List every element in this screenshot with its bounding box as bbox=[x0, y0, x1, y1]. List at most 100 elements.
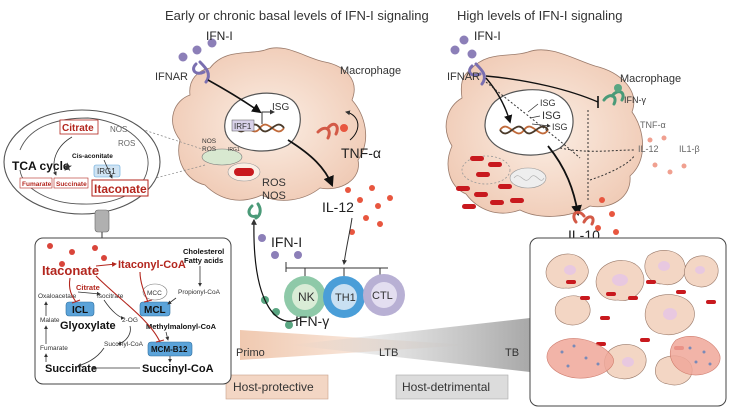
left-isg-label: ISG bbox=[272, 102, 289, 113]
header-left: Early or chronic basal levels of IFN-I s… bbox=[165, 8, 429, 23]
stage-ltb: LTB bbox=[379, 347, 398, 359]
right-tnf-label: TNF-α bbox=[640, 120, 666, 130]
mito-irg1: IRG1 bbox=[97, 167, 116, 176]
right-faded-cytokines bbox=[647, 135, 687, 175]
th1-label: TH1 bbox=[335, 292, 356, 304]
right-macrophage-label: Macrophage bbox=[620, 73, 681, 85]
right-ifnar-receptor bbox=[468, 62, 486, 86]
path-mcm-b12: MCM-B12 bbox=[151, 345, 188, 354]
isg-promoter-arrow bbox=[261, 109, 275, 124]
left-tnf-ligand bbox=[340, 124, 348, 132]
path-citrate: Citrate bbox=[76, 283, 100, 292]
mito-nos: NOS bbox=[110, 125, 127, 134]
stage-primo: Primo bbox=[236, 347, 265, 359]
path-cholesterol: Cholesterol bbox=[183, 247, 224, 256]
right-ifn-gamma-label: IFN-γ bbox=[624, 95, 646, 105]
path-succinate: Succinate bbox=[45, 363, 97, 375]
host-detrimental-box bbox=[395, 374, 509, 400]
mito-tca-cycle: TCA cycle bbox=[12, 159, 70, 173]
nk-nucleus bbox=[292, 284, 318, 310]
path-2og: 2-OG bbox=[122, 317, 138, 324]
mito-itaconate-box bbox=[91, 179, 149, 197]
left-ifn-i-label: IFN-I bbox=[206, 29, 233, 43]
il12-to-effectors-arrow bbox=[342, 217, 353, 265]
right-nucleus-to-il10 bbox=[547, 145, 582, 217]
left-ifn-free-1 bbox=[258, 234, 266, 242]
right-ifnar-to-ifngr-inhibit bbox=[485, 75, 599, 103]
right-isg-arrows bbox=[527, 103, 550, 126]
right-ifn-ligand-2 bbox=[450, 45, 460, 55]
effector-bracket bbox=[285, 262, 388, 276]
right-ifnar-label: IFNAR bbox=[447, 71, 480, 83]
left-ifn-free-2 bbox=[271, 251, 279, 259]
left-tnf-receptor bbox=[316, 122, 339, 140]
right-isg-3: ISG bbox=[552, 122, 568, 132]
mito-cis-aconitate: Cis-aconitate bbox=[72, 153, 113, 160]
mcc-oval bbox=[142, 283, 168, 301]
itaconate-to-itaconylcoa-arrow bbox=[95, 261, 117, 267]
left-tnf-label: TNF-α bbox=[341, 145, 381, 161]
left-nos-small: NOS bbox=[202, 138, 217, 145]
left-il12-label: IL-12 bbox=[322, 199, 354, 215]
irf1-label: IRF1 bbox=[234, 122, 252, 131]
left-nos-label: NOS bbox=[262, 190, 286, 202]
path-isocitrate: Isocitrate bbox=[97, 293, 124, 300]
ifn-gamma-loop-arrow bbox=[250, 218, 301, 322]
header-right: High levels of IFN-I signaling bbox=[457, 8, 622, 23]
mito-fumarate-box bbox=[19, 177, 53, 189]
right-ifngr-receptor bbox=[602, 90, 625, 106]
left-bacterium bbox=[234, 168, 254, 176]
stage-tb: TB bbox=[505, 347, 519, 359]
right-phagosome bbox=[461, 155, 511, 185]
ctl-nucleus bbox=[371, 282, 397, 308]
zoom-line-bottom bbox=[117, 164, 206, 189]
mito-succinate-box bbox=[53, 177, 89, 189]
path-malate: Malate bbox=[40, 317, 60, 324]
irf1-box bbox=[231, 119, 255, 132]
left-ifngr-receptor bbox=[247, 202, 262, 220]
path-fumarate: Fumarate bbox=[40, 345, 68, 352]
path-mcl: MCL bbox=[144, 305, 166, 316]
nucleus-to-il12-arrow bbox=[287, 139, 334, 187]
path-propionyl-coa: Propionyl-CoA bbox=[178, 289, 221, 296]
right-il10-receptor bbox=[572, 210, 595, 226]
left-ifn-ligand-3 bbox=[207, 38, 217, 48]
host-detrimental-gradient bbox=[290, 318, 530, 372]
itaconate-inhibition-lines bbox=[68, 271, 165, 343]
mito-fumarate: Fumarate bbox=[22, 181, 52, 188]
path-glyoxylate: Glyoxylate bbox=[60, 320, 116, 332]
right-ifnar-to-nucleus bbox=[485, 77, 513, 124]
left-ifn-ligand-1 bbox=[192, 45, 202, 55]
right-ifn-i-label: IFN-I bbox=[474, 29, 501, 43]
mito-itaconate: Itaconate bbox=[94, 182, 147, 196]
path-icl: ICL bbox=[72, 305, 88, 316]
th1-nucleus bbox=[331, 284, 357, 310]
right-isg-2: ISG bbox=[542, 110, 561, 122]
mcl-box bbox=[139, 301, 171, 317]
right-dna-strand-b bbox=[499, 125, 549, 135]
left-cytokine-dots bbox=[345, 185, 393, 235]
tnf-autocrine-arrow bbox=[345, 110, 359, 141]
path-fatty-acids: Fatty acids bbox=[184, 256, 223, 265]
right-ifn-gamma-dot bbox=[614, 84, 622, 92]
left-ifnar-label: IFNAR bbox=[155, 71, 188, 83]
host-protective-box bbox=[225, 374, 329, 400]
mito-succinate: Succinate bbox=[56, 181, 87, 188]
right-il1b-label: IL1-β bbox=[679, 144, 700, 154]
ctl-label: CTL bbox=[372, 290, 393, 302]
right-bacteria bbox=[456, 156, 524, 209]
left-ifn-i-free-label: IFN-I bbox=[271, 234, 302, 250]
path-mcc: MCC bbox=[147, 290, 162, 297]
icl-box bbox=[65, 301, 95, 317]
left-ros-small: ROS bbox=[202, 146, 217, 153]
granuloma-dying-cells bbox=[546, 336, 721, 379]
mito-cycle-arrow bbox=[52, 136, 73, 176]
right-mitochondrion bbox=[509, 167, 547, 189]
mito-citrate-box bbox=[59, 119, 99, 135]
left-ifn-gamma-label: IFN-γ bbox=[295, 313, 329, 329]
right-isg-1: ISG bbox=[540, 98, 556, 108]
path-oxaloacetate: Oxaloacetate bbox=[38, 293, 77, 300]
irg1-arrow bbox=[103, 159, 113, 179]
path-succinyl-coa-small: Succinyl-CoA bbox=[104, 341, 144, 348]
